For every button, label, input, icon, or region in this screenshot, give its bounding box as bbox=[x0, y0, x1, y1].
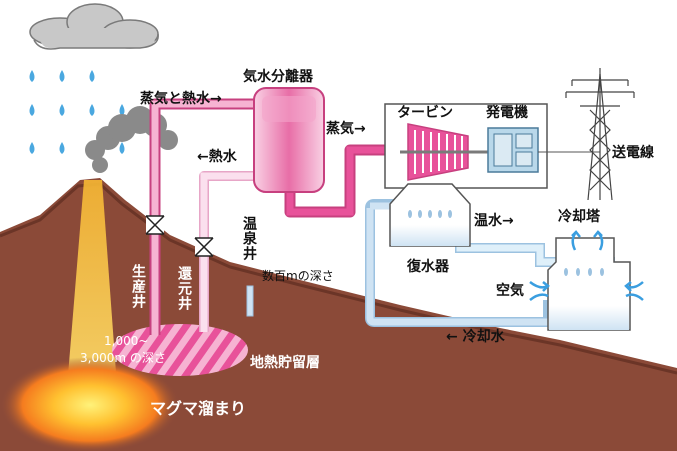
cooling-tower-label: 冷却塔 bbox=[558, 209, 600, 225]
geothermal-reservoir bbox=[112, 324, 248, 376]
turbine bbox=[400, 123, 488, 181]
generator bbox=[487, 127, 600, 173]
turbine-label: タービン bbox=[397, 105, 453, 121]
hot-water-return-label: ←熱水 bbox=[197, 149, 237, 165]
magma-vent bbox=[66, 180, 118, 400]
hot-spring-well-pipe bbox=[246, 285, 254, 317]
production-well-label: 生産井 bbox=[130, 264, 146, 309]
magma-chamber-label: マグマ溜まり bbox=[150, 399, 247, 418]
airflow-arrow-icon bbox=[529, 230, 644, 301]
condenser-label: 復水器 bbox=[407, 259, 449, 275]
steam-separator bbox=[253, 87, 325, 193]
warm-water-label: 温水→ bbox=[474, 213, 514, 229]
hot-spring-well-label: 温泉井 bbox=[241, 216, 257, 261]
cooling-tower bbox=[547, 237, 631, 331]
generator-label: 発電機 bbox=[486, 105, 528, 121]
steam-and-hot-water-label: 蒸気と熱水→ bbox=[140, 91, 222, 107]
valve-icon[interactable] bbox=[194, 237, 214, 257]
power-line-label: 送電線 bbox=[612, 145, 654, 161]
steam-label: 蒸気→ bbox=[326, 121, 366, 137]
depth-range-top-label: 1,000~ bbox=[104, 334, 149, 348]
depth-range-bottom-label: 3,000m の深さ bbox=[80, 351, 166, 365]
separator-label: 気水分離器 bbox=[243, 69, 313, 85]
cooling-water-label: ← 冷却水 bbox=[446, 329, 505, 345]
depth-hundreds-label: 数百mの深さ bbox=[262, 269, 334, 283]
reinjection-well-label: 還元井 bbox=[176, 266, 192, 311]
magma-chamber bbox=[0, 357, 180, 451]
valve-icon[interactable] bbox=[145, 215, 165, 235]
transmission-tower-icon bbox=[565, 68, 635, 201]
air-label: 空気 bbox=[496, 283, 524, 299]
cloud-icon bbox=[29, 3, 159, 50]
geothermal-reservoir-label: 地熱貯留層 bbox=[250, 355, 320, 371]
volcano-smoke bbox=[85, 106, 178, 173]
condenser bbox=[389, 183, 471, 247]
